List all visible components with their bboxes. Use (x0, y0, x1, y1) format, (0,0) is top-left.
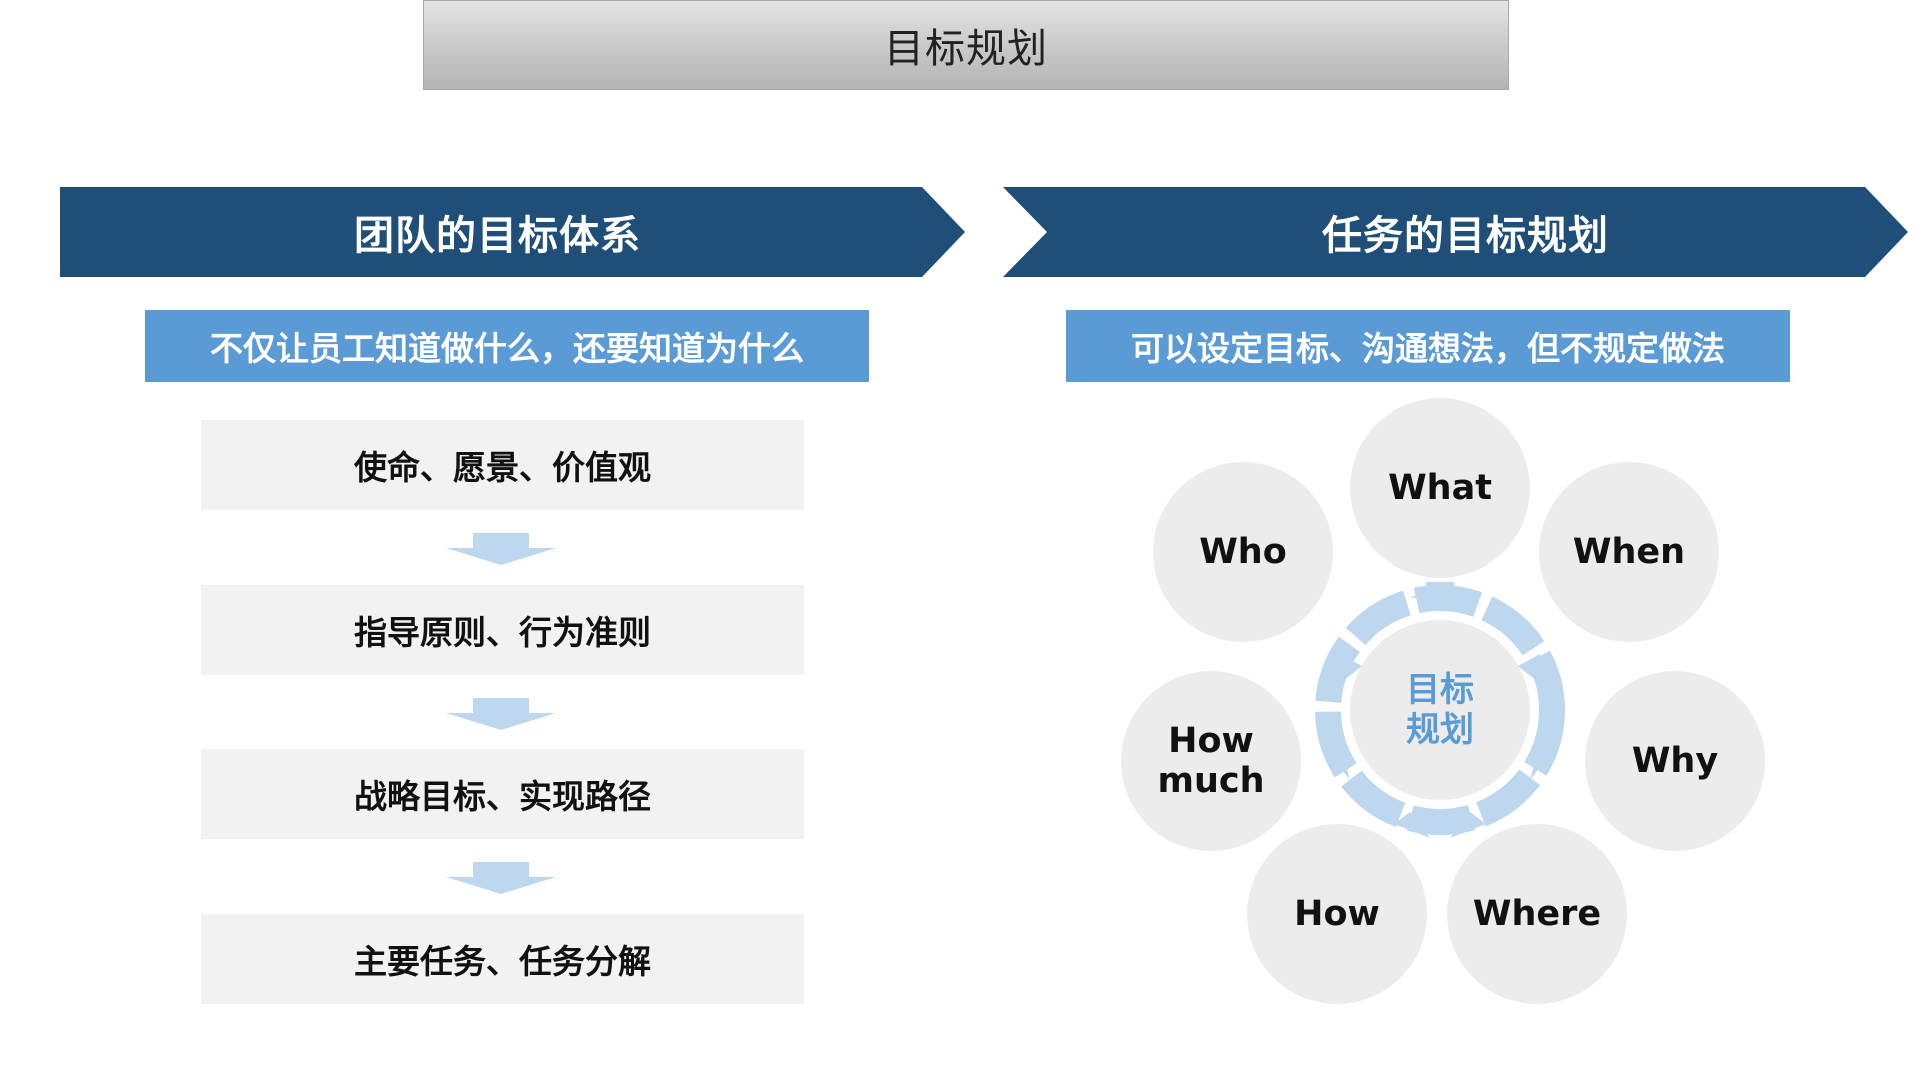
step-label: 使命、愿景、价值观 (354, 448, 651, 487)
step-box: 使命、愿景、价值观 (201, 420, 804, 510)
right-banner-title: 任务的目标规划 (1322, 213, 1609, 259)
circle-label: Where (1472, 894, 1602, 934)
circle-label: How (1294, 894, 1380, 934)
circle-label: When (1572, 532, 1686, 572)
center-circle: 目标规划 (1350, 620, 1530, 800)
circle-who: Who (1153, 462, 1333, 642)
right-subtitle-bar: 可以设定目标、沟通想法，但不规定做法 (1066, 310, 1790, 382)
right-subtitle: 可以设定目标、沟通想法，但不规定做法 (1131, 329, 1725, 368)
circle-what: What (1350, 398, 1530, 578)
right-banner: 任务的目标规划 (1003, 187, 1908, 277)
circle-label: What (1388, 468, 1492, 508)
down-arrow-icon (446, 533, 556, 565)
step-box: 战略目标、实现路径 (201, 749, 804, 839)
page-title: 目标规划 (884, 26, 1048, 72)
down-arrow-icon (446, 862, 556, 894)
step-label: 指导原则、行为准则 (354, 613, 651, 652)
circle-where: Where (1447, 824, 1627, 1004)
step-label: 主要任务、任务分解 (354, 942, 651, 981)
step-box: 指导原则、行为准则 (201, 585, 804, 675)
step-label: 战略目标、实现路径 (354, 777, 651, 816)
circle-label: Who (1199, 532, 1287, 572)
cycle-arrows-icon (1315, 582, 1565, 838)
center-label: 目标规划 (1406, 670, 1474, 750)
step-box: 主要任务、任务分解 (201, 914, 804, 1004)
left-subtitle-bar: 不仅让员工知道做什么，还要知道为什么 (145, 310, 869, 382)
left-banner: 团队的目标体系 (60, 187, 965, 277)
down-arrow-icon (446, 698, 556, 730)
left-banner-title: 团队的目标体系 (354, 213, 641, 259)
circle-how-much: How much (1121, 671, 1301, 851)
circle-label: Why (1631, 741, 1719, 781)
title-bar: 目标规划 (423, 0, 1509, 90)
circle-how: How (1247, 824, 1427, 1004)
circle-label: How much (1157, 721, 1265, 801)
circle-when: When (1539, 462, 1719, 642)
left-subtitle: 不仅让员工知道做什么，还要知道为什么 (210, 329, 804, 368)
circle-why: Why (1585, 671, 1765, 851)
